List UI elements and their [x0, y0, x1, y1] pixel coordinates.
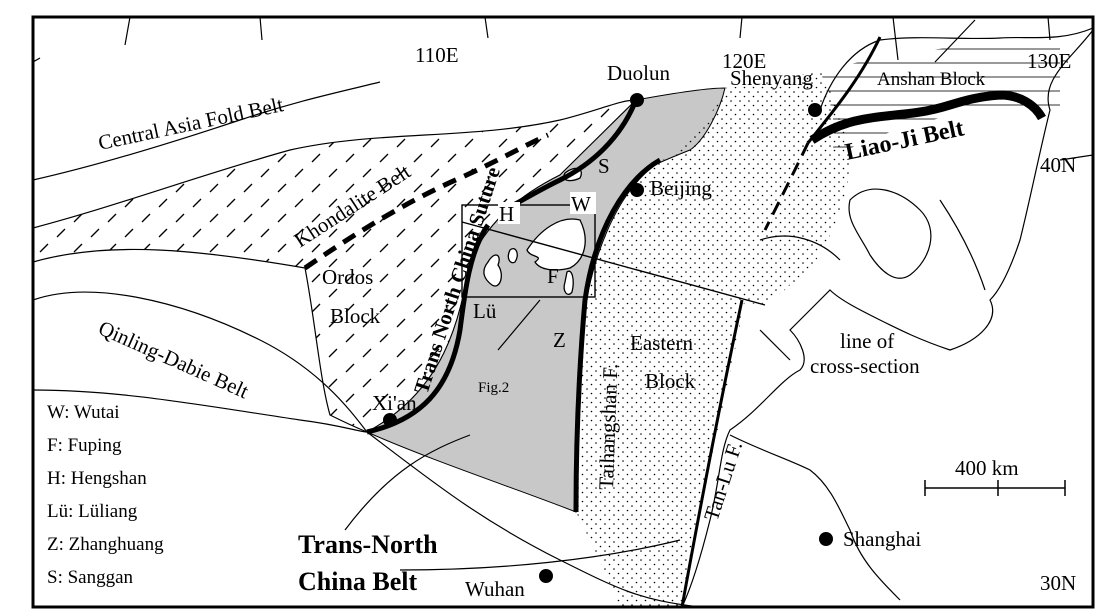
qinling-dabie-belt-label: Qinling-Dabie Belt: [95, 316, 252, 404]
city-label-xian: Xi'an: [372, 391, 417, 415]
wutai-letter: W: [571, 192, 591, 216]
zhanghuang-letter: Z: [553, 328, 566, 352]
city-label-wuhan: Wuhan: [465, 577, 525, 601]
city-dot-duolun: [630, 93, 644, 107]
city-label-beijing: Beijing: [650, 176, 712, 200]
anshan-cross-line: [934, 19, 976, 63]
taihangshan-fault-label: Taihangshan F.: [594, 363, 622, 490]
qinling-lower-boundary: [366, 431, 701, 607]
central-asia-fold-belt-label: Central Asia Fold Belt: [96, 92, 285, 155]
legend-item: W: Wutai: [47, 402, 120, 423]
lat-30-label: 30N: [1040, 571, 1076, 595]
tncb-pointer-line: [344, 434, 471, 531]
lat-40-label: 40N: [1040, 153, 1076, 177]
trans-north-china-suture-line-south: [366, 223, 491, 435]
hengshan-letter: H: [499, 202, 514, 226]
lon-130-label: 130E: [1027, 49, 1071, 73]
cross-section-pointer: [759, 329, 791, 361]
city-dot-beijing: [630, 183, 644, 197]
cross-section-label-2: cross-section: [810, 354, 920, 378]
map-frame: [31, 15, 1095, 609]
ordos-label-2: Block: [330, 304, 381, 328]
fig2-outline: [461, 204, 596, 298]
city-dot-shanghai: [819, 532, 833, 546]
cross-section-label-1: line of: [840, 329, 894, 353]
lon-110-label: 110E: [415, 43, 459, 67]
city-dot-xian: [383, 413, 397, 427]
liao-ji-belt-line: [809, 90, 1046, 144]
city-label-shanghai: Shanghai: [843, 527, 921, 551]
tan-lu-fault-line: [680, 299, 744, 607]
city-dot-wuhan: [539, 569, 553, 583]
luliang-letter: Lü: [473, 299, 497, 323]
anshan-block-area: [820, 40, 1060, 160]
eastern-block-area: [576, 70, 850, 607]
scale-bar-label: 400 km: [955, 456, 1019, 480]
sanggan-letter: S: [598, 154, 610, 178]
city-label-duolun: Duolun: [607, 61, 671, 85]
tnc-belt-label-2: China Belt: [298, 567, 418, 596]
tnc-belt-label-1: Trans-North: [298, 530, 438, 559]
qinling-upper-boundary: [33, 291, 368, 433]
city-label-shenyang: Shenyang: [730, 66, 813, 90]
central-asia-upper-boundary: [33, 81, 381, 181]
tan-lu-fault-northern-dashed: [763, 142, 810, 231]
legend-item: S: Sanggan: [47, 567, 134, 588]
legend-item: Z: Zhanghuang: [47, 534, 164, 555]
legend: W: Wutai F: Fuping H: Hengshan Lü: Lülia…: [47, 402, 164, 588]
legend-item: F: Fuping: [47, 435, 122, 456]
scale-bar: [924, 480, 1066, 496]
tan-lu-northeast-line: [806, 36, 882, 144]
city-markers: [383, 93, 833, 583]
city-dot-shenyang: [808, 103, 822, 117]
qinling-lower-left: [33, 389, 368, 433]
taihangshan-fault-line: [573, 157, 662, 513]
legend-item: Lü: Lüliang: [47, 501, 138, 522]
eastern-block-label-1: Eastern: [630, 331, 693, 355]
cross-section-line: [461, 221, 766, 306]
ordos-label-1: Ordos: [322, 265, 373, 289]
eastern-block-label-2: Block: [645, 369, 696, 393]
legend-item: H: Hengshan: [47, 468, 147, 489]
fig2-pointer: [497, 299, 541, 351]
fig2-label: Fig.2: [478, 380, 509, 396]
fuping-letter: F: [547, 264, 559, 288]
boundary-lines: [33, 17, 1093, 607]
anshan-block-label: Anshan Block: [877, 69, 986, 90]
lon-120-label: 120E: [722, 49, 766, 73]
khondalite-dashed-line: [303, 132, 549, 271]
